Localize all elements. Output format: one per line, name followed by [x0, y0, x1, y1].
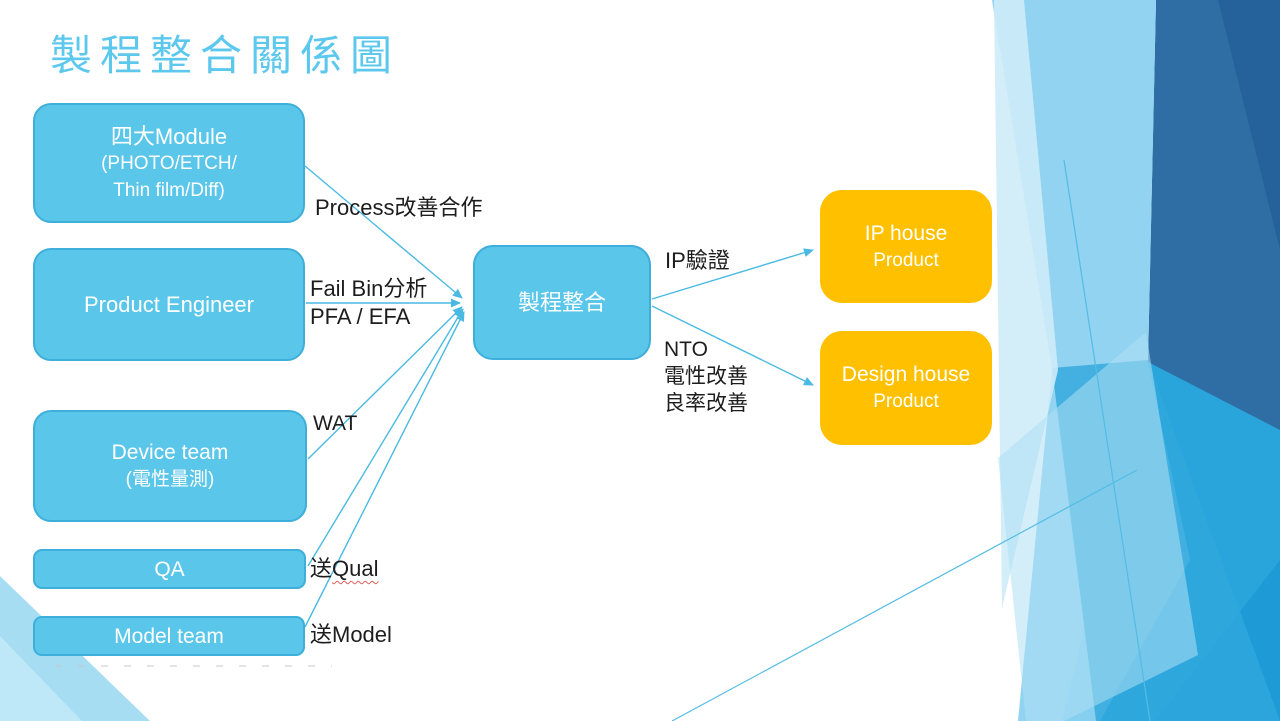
node-module-line2: (PHOTO/ETCH/: [101, 152, 237, 174]
bg-facet-dark: [1148, 0, 1280, 470]
node-design-house-line2: Product: [873, 391, 939, 412]
edge-label-nto-line1: NTO: [664, 338, 708, 361]
bg-thin-line-2: [671, 469, 1138, 721]
node-module-line3: Thin film/Diff): [113, 179, 225, 201]
edge-module-to-integration: [304, 165, 463, 299]
node-design-house-line1: Design house: [841, 363, 971, 386]
node-model-team-label: Model team: [114, 624, 224, 648]
bg-corner-wedge-light: [0, 636, 82, 721]
edge-label-fail-bin: Fail Bin分析 PFA / EFA: [310, 275, 427, 331]
edge-label-fail-bin-line2: PFA / EFA: [310, 304, 411, 329]
edge-model-team-to-integration: [304, 311, 465, 628]
edge-qa-to-integration: [307, 308, 464, 567]
edge-device-team-to-integration: [307, 306, 463, 460]
edge-label-send-qual-prefix: 送: [310, 556, 333, 581]
node-design-house: Design house Product: [820, 331, 992, 445]
edge-label-nto-line3: 良率改善: [664, 392, 748, 415]
edge-integration-to-ip-house: [651, 248, 814, 300]
node-model-team: Model team: [33, 616, 305, 656]
edge-label-process-cooperation: Process改善合作: [315, 195, 483, 220]
edge-label-nto-line2: 電性改善: [664, 365, 748, 388]
slide-title: 製程整合關係圖: [50, 32, 401, 79]
bg-thin-line-1: [1063, 159, 1151, 721]
node-qa-label: QA: [154, 557, 185, 581]
edge-label-send-model: 送Model: [310, 622, 392, 647]
edge-label-wat: WAT: [313, 412, 358, 435]
node-device-team: Device team (電性量測): [33, 410, 307, 522]
node-integration-label: 製程整合: [517, 290, 606, 315]
node-module-line1: 四大Module: [110, 123, 228, 149]
node-ip-house-line2: Product: [873, 249, 939, 271]
node-qa: QA: [33, 549, 306, 589]
node-device-team-line1: Device team: [111, 441, 229, 464]
node-product-engineer-label: Product Engineer: [84, 292, 254, 317]
node-ip-house: IP house Product: [820, 190, 992, 303]
edge-integration-to-design-house: [651, 305, 814, 386]
edge-label-ip-verification: IP驗證: [665, 248, 730, 273]
edge-label-send-qual: 送Qual: [310, 555, 379, 583]
node-integration: 製程整合: [473, 245, 651, 360]
node-module: 四大Module (PHOTO/ETCH/ Thin film/Diff): [33, 103, 305, 223]
edge-label-send-qual-word: Qual: [332, 556, 379, 581]
edge-label-fail-bin-line1: Fail Bin分析: [310, 276, 428, 301]
edge-label-nto: NTO 電性改善 良率改善: [664, 336, 748, 417]
node-device-team-line2: (電性量測): [125, 469, 215, 490]
bg-facet-darker: [1218, 0, 1280, 250]
node-product-engineer: Product Engineer: [33, 248, 305, 361]
node-ip-house-line1: IP house: [864, 221, 948, 245]
bg-facet-pale2: [998, 332, 1198, 721]
